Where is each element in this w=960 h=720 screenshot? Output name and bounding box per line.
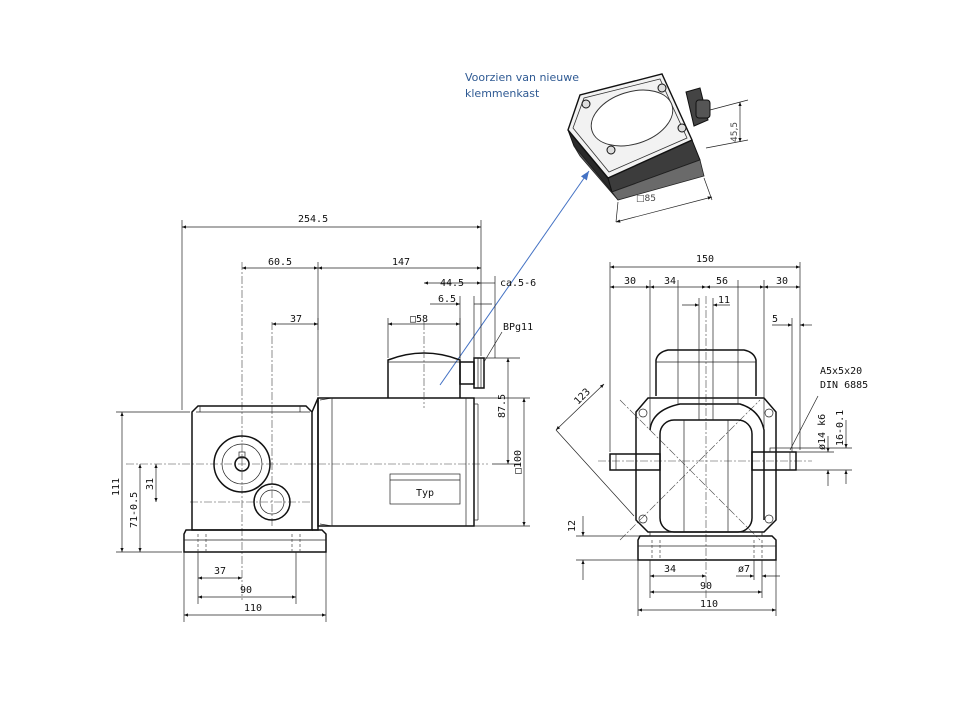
dim-11: 11: [718, 295, 730, 306]
annotation-line-2: klemmenkast: [465, 87, 540, 100]
end-view: 150 30 34 56 30 11 5 123 A5x5x20 DIN 688…: [555, 254, 868, 616]
dim-34-bottom: 34: [664, 564, 676, 575]
dim-147: 147: [392, 257, 410, 268]
dim-111: 111: [111, 478, 122, 496]
annotation-arrow: [439, 170, 590, 386]
dim-37-bottom: 37: [214, 566, 226, 577]
label-bpg11: BPg11: [503, 322, 533, 333]
dim-110-end: 110: [700, 599, 718, 610]
dim-56: 56: [716, 276, 728, 287]
dim-16: 16-0.1: [835, 410, 846, 446]
dim-6-5: 6.5: [438, 294, 456, 305]
dim-87-5: 87.5: [497, 394, 508, 418]
annotation-line-1: Voorzien van nieuwe: [465, 71, 579, 84]
terminal-box-image: 45,5 □85: [567, 73, 749, 223]
dim-44-5: 44.5: [440, 278, 464, 289]
side-view: Typ 254.5 60.5 147 44.5 ca.5-6 6.5: [111, 214, 536, 622]
annotation: Voorzien van nieuwe klemmenkast: [439, 71, 590, 386]
dim-60-5: 60.5: [268, 257, 292, 268]
dim-90-side: 90: [240, 585, 252, 596]
dim-31: 31: [145, 478, 156, 490]
dim-square-58: □58: [410, 314, 428, 325]
dim-150: 150: [696, 254, 714, 265]
dim-5: 5: [772, 314, 778, 325]
dim-12: 12: [567, 520, 578, 532]
key-spec-2: DIN 6885: [820, 380, 868, 391]
dim-37-top: 37: [290, 314, 302, 325]
key-spec-1: A5x5x20: [820, 366, 862, 377]
box-dim-square: □85: [636, 194, 656, 204]
dim-110-side: 110: [244, 603, 262, 614]
dim-shaft-diameter: ø14 k6: [817, 414, 828, 450]
dim-ca-5-6: ca.5-6: [500, 278, 536, 289]
dim-34-top: 34: [664, 276, 676, 287]
dim-30-left: 30: [624, 276, 636, 287]
dim-71: 71-0.5: [129, 492, 140, 528]
box-dim-height: 45,5: [730, 122, 740, 142]
dim-square-100: □100: [513, 450, 524, 474]
nameplate-label: Typ: [416, 488, 434, 499]
dim-hole-diameter: ø7: [738, 564, 750, 575]
dim-90-end: 90: [700, 581, 712, 592]
dim-30-right: 30: [776, 276, 788, 287]
dim-123: 123: [572, 387, 593, 408]
dim-overall-length: 254.5: [298, 214, 328, 225]
